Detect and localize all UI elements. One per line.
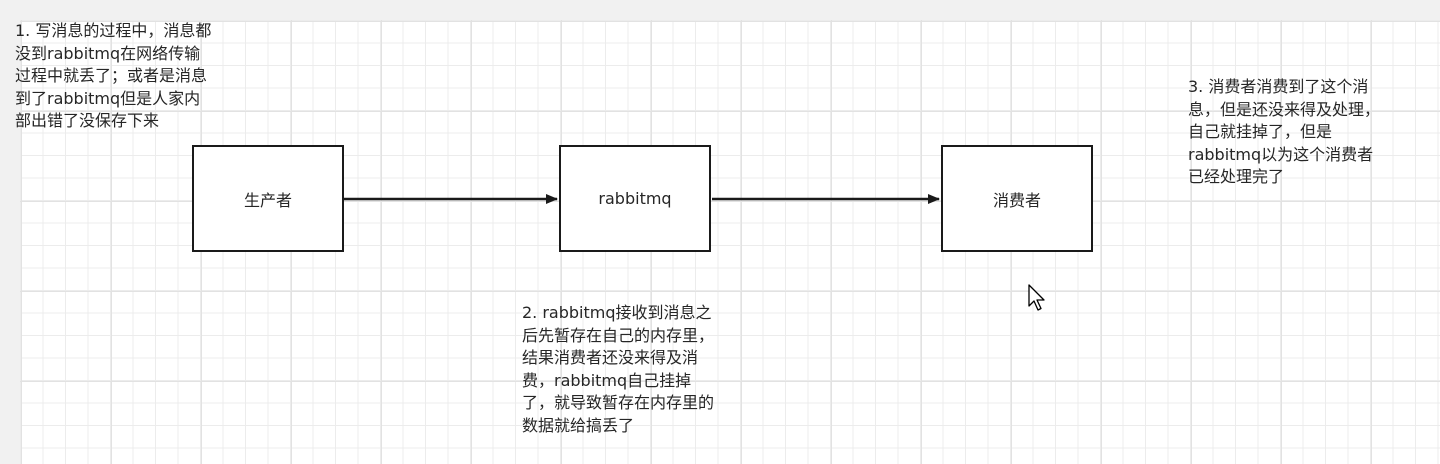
note-rabbitmq-loss[interactable]: 2. rabbitmq接收到消息之 后先暂存在自己的内存里， 结果消费者还没来得… [522,303,715,435]
node-producer[interactable]: 生产者 [192,145,344,252]
diagram-canvas[interactable] [20,20,1440,464]
node-rabbitmq-label: rabbitmq [598,189,672,208]
node-consumer[interactable]: 消费者 [941,145,1093,252]
note-producer-loss[interactable]: 1. 写消息的过程中，消息都 没到rabbitmq在网络传输 过程中就丢了；或者… [15,21,212,130]
note-consumer-loss[interactable]: 3. 消费者消费到了这个消 息，但是还没来得及处理， 自己就挂掉了，但是 rab… [1188,77,1381,186]
node-consumer-label: 消费者 [992,190,1041,210]
mouse-pointer-icon [1028,284,1045,311]
node-producer-label: 生产者 [243,190,292,210]
node-rabbitmq[interactable]: rabbitmq [559,145,711,252]
